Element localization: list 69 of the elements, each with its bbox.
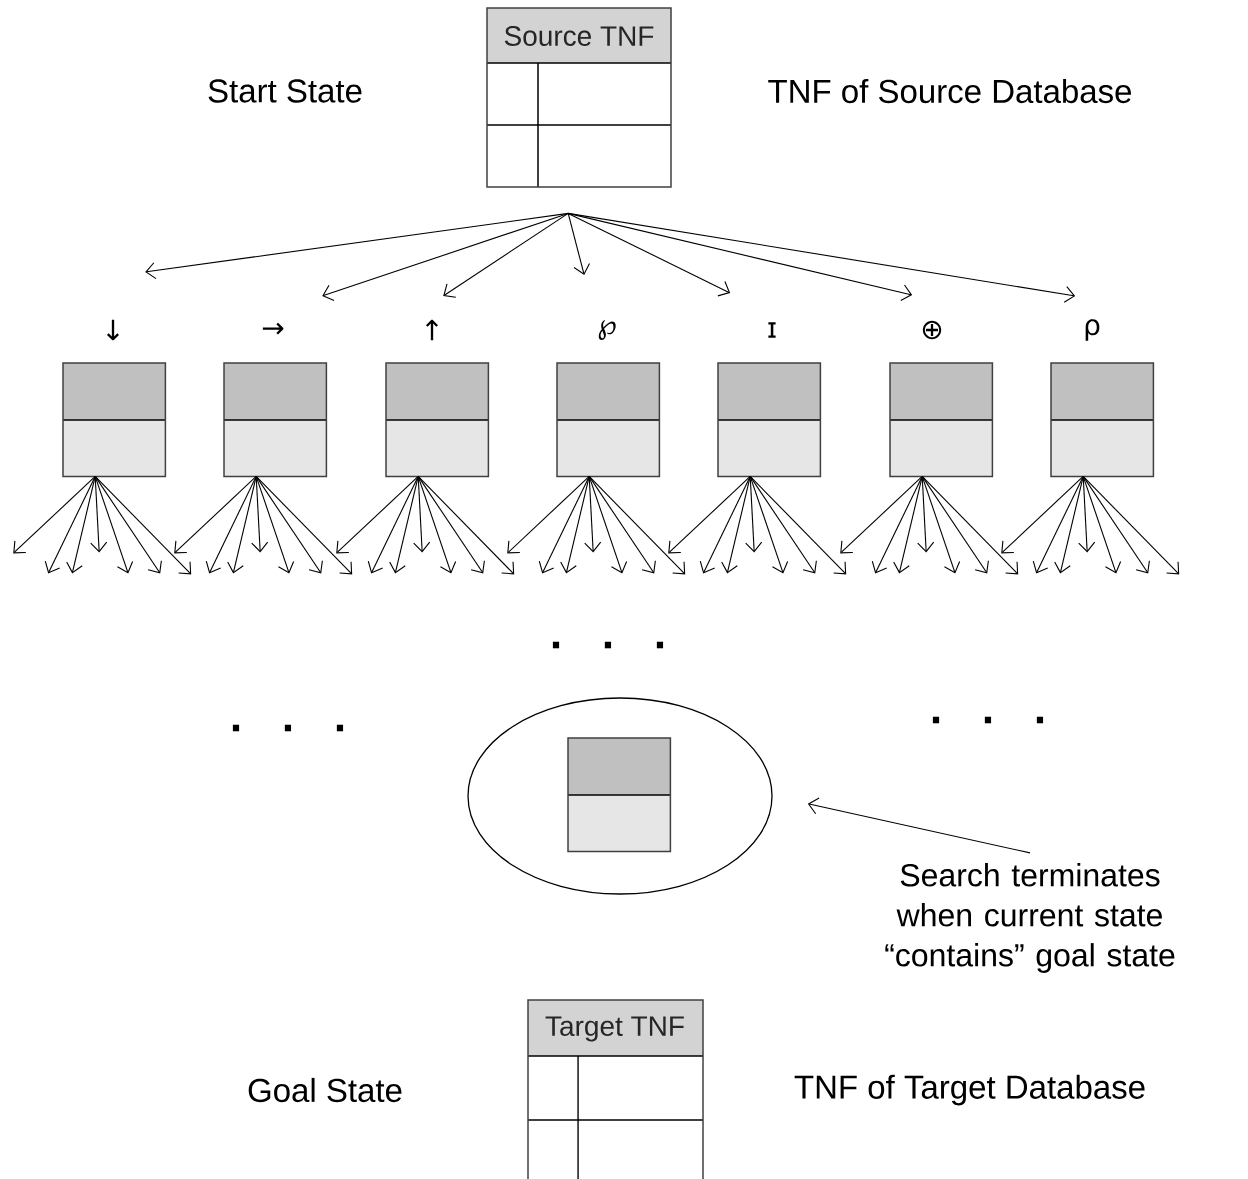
state-label: TNF of Source Database <box>768 78 1131 104</box>
arrow <box>871 475 923 574</box>
arrow <box>94 475 134 574</box>
arrow <box>336 475 419 554</box>
arrow <box>1082 475 1180 575</box>
arrow <box>389 475 419 574</box>
state-box <box>1050 362 1155 478</box>
state-box <box>223 362 328 478</box>
ellipsis-dots: . . . <box>932 716 1044 724</box>
state-label: Start State <box>208 79 362 103</box>
arrow <box>44 475 96 574</box>
arrow <box>145 212 569 280</box>
arrow <box>567 212 913 302</box>
state-box <box>567 737 672 853</box>
arrow <box>588 475 628 574</box>
arrow <box>699 475 751 574</box>
operator-symbol: ɪ <box>768 322 776 338</box>
ellipse <box>467 697 773 895</box>
ellipsis-dots: . . . <box>552 641 664 649</box>
state-box <box>385 362 490 478</box>
arrow <box>721 475 751 574</box>
arrow <box>1054 475 1084 574</box>
arrow <box>567 212 731 297</box>
state-box <box>889 362 994 478</box>
arrow <box>807 797 1031 854</box>
operator-symbol: ℘ <box>598 320 616 341</box>
arrow <box>322 212 569 301</box>
arrow <box>749 475 847 575</box>
state-box <box>556 362 661 478</box>
arrow <box>507 475 590 554</box>
arrow <box>443 212 569 298</box>
arrow <box>921 475 1019 575</box>
arrow <box>567 212 1076 303</box>
state-box <box>717 362 822 478</box>
arrow <box>94 475 192 575</box>
arrow <box>367 475 419 574</box>
arrow <box>893 475 923 574</box>
state-label: TNF of Target Database <box>794 1074 1145 1106</box>
operator-symbol: ⊕ <box>922 320 942 340</box>
arrow <box>538 475 590 574</box>
arrow <box>588 475 686 575</box>
arrow <box>840 475 923 554</box>
note-text: Search terminates when current state “contains” goal state <box>885 863 1175 973</box>
arrow <box>1001 475 1084 554</box>
arrow <box>255 475 353 575</box>
operator-symbol: ↓ <box>107 319 119 341</box>
arrow <box>560 475 590 574</box>
arrow <box>921 475 961 574</box>
arrow <box>1032 475 1084 574</box>
operator-symbol: ρ <box>1085 319 1100 341</box>
arrow <box>66 475 96 574</box>
operator-symbol: → <box>262 322 284 335</box>
arrow <box>417 475 515 575</box>
arrow <box>174 475 257 554</box>
operator-symbol: ↑ <box>426 319 438 341</box>
arrow <box>227 475 257 574</box>
arrow <box>749 475 789 574</box>
arrow <box>668 475 751 554</box>
ellipsis-dots: . . . <box>232 724 344 732</box>
arrow <box>567 212 591 275</box>
state-label: Goal State <box>248 1077 402 1103</box>
arrow <box>255 475 295 574</box>
arrow <box>205 475 257 574</box>
arrow <box>1082 475 1122 574</box>
arrow <box>417 475 457 574</box>
table: Source TNF <box>486 7 672 188</box>
table: Target TNF <box>527 999 704 1179</box>
state-box <box>62 362 167 478</box>
arrow <box>13 475 96 554</box>
